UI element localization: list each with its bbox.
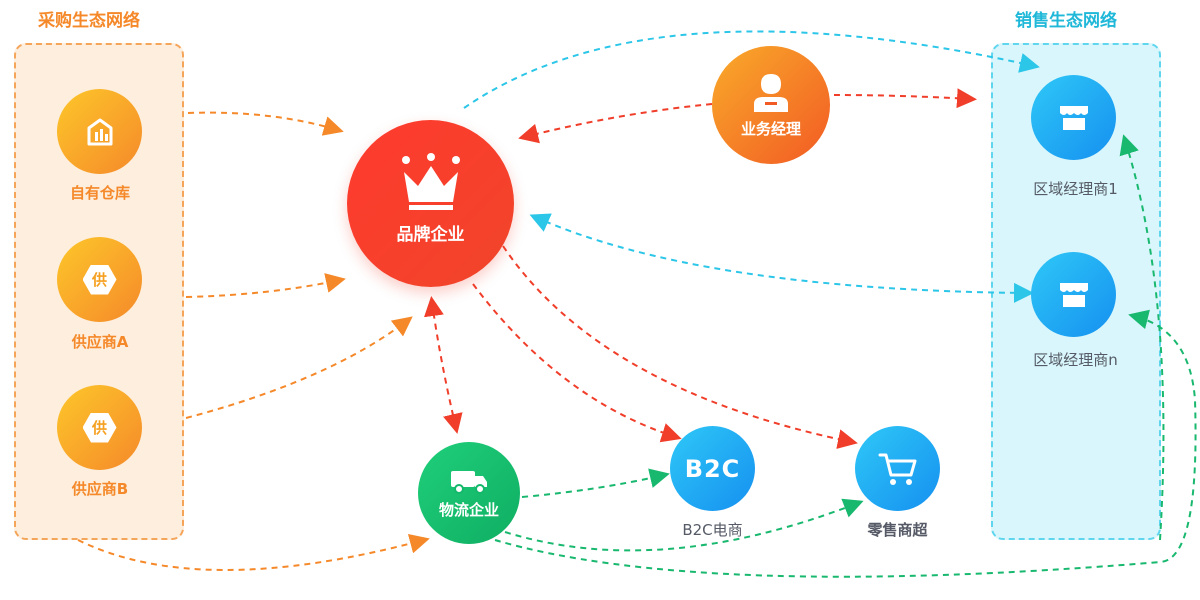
truck-icon [451,470,487,494]
supplier-b-label: 供应商B [71,480,129,498]
supplier-b-node[interactable]: 供 [57,385,142,470]
supplier-hex-icon: 供 [82,412,117,443]
procurement-title: 采购生态网络 [38,11,140,31]
retail-label: 零售商超 [867,521,928,539]
region-n-node[interactable] [1031,252,1116,337]
supplier-a-node[interactable]: 供 [57,237,142,322]
brand-label: 品牌企业 [396,225,465,245]
cart-icon [878,453,916,485]
warehouse-node[interactable] [57,89,142,174]
store-icon [1059,282,1088,307]
warehouse-icon [87,118,112,145]
crown-icon [401,153,460,210]
person-icon [754,73,788,112]
region-n-label: 区域经理商n [1033,351,1118,369]
b2c-label: B2C电商 [682,521,743,539]
manager-label: 业务经理 [740,119,801,138]
region-1-label: 区域经理商1 [1033,180,1118,198]
supplier-hex-icon: 供 [82,264,117,295]
supplier-badge-text: 供 [91,271,107,289]
region-1-node[interactable] [1031,75,1116,160]
supplier-badge-text: 供 [91,419,107,437]
store-icon [1059,105,1088,130]
b2c-node[interactable]: B2C [670,426,755,511]
supplier-a-label: 供应商A [71,333,129,351]
logistics-label: 物流企业 [438,500,499,519]
brand-node[interactable]: 品牌企业 [347,120,514,287]
manager-node[interactable]: 业务经理 [712,46,830,164]
b2c-icon: B2C [684,454,741,483]
warehouse-label: 自有仓库 [69,184,130,202]
sales-title: 销售生态网络 [1015,11,1117,31]
retail-node[interactable] [855,426,940,511]
logistics-node[interactable]: 物流企业 [418,442,520,544]
